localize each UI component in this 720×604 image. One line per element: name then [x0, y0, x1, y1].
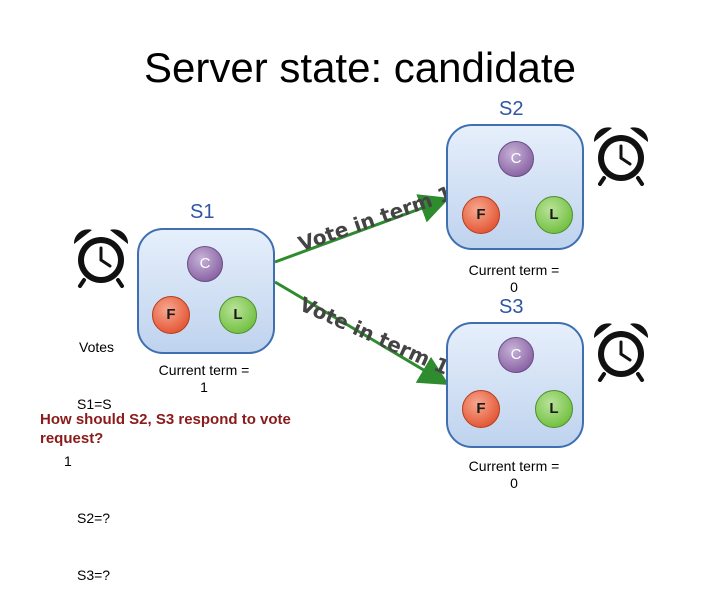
leader-node: L [219, 296, 257, 334]
page-title: Server state: candidate [144, 44, 576, 91]
follower-node: F [462, 196, 500, 234]
arrow-to-s3 [274, 280, 450, 386]
current-term-s1: Current term = 1 [158, 362, 250, 395]
question-text: How should S2, S3 respond to vote reques… [40, 411, 291, 447]
server-box-s1[interactable]: C F L [137, 228, 275, 354]
current-term-s3: Current term = 0 [468, 458, 560, 491]
candidate-node: C [498, 141, 534, 177]
candidate-node: C [187, 246, 223, 282]
follower-node: F [152, 296, 190, 334]
server-box-s3[interactable]: C F L [446, 322, 584, 448]
server-label-s2: S2 [499, 98, 524, 120]
arrows-layer [274, 194, 450, 386]
server-box-s2[interactable]: C F L [446, 124, 584, 250]
candidate-node: C [498, 337, 534, 373]
leader-node: L [535, 390, 573, 428]
follower-node: F [462, 390, 500, 428]
alarm-clock-icon [593, 323, 649, 382]
leader-node: L [535, 196, 573, 234]
current-term-s2: Current term = 0 [468, 262, 560, 295]
votes-tally: Votes S1=S 1 S2=? S3=? [64, 339, 115, 583]
server-label-s1: S1 [190, 201, 215, 223]
server-label-s3: S3 [499, 296, 524, 318]
alarm-clock-icon [73, 229, 129, 288]
arrow-to-s2 [274, 194, 450, 264]
alarm-clock-icon [593, 127, 649, 186]
